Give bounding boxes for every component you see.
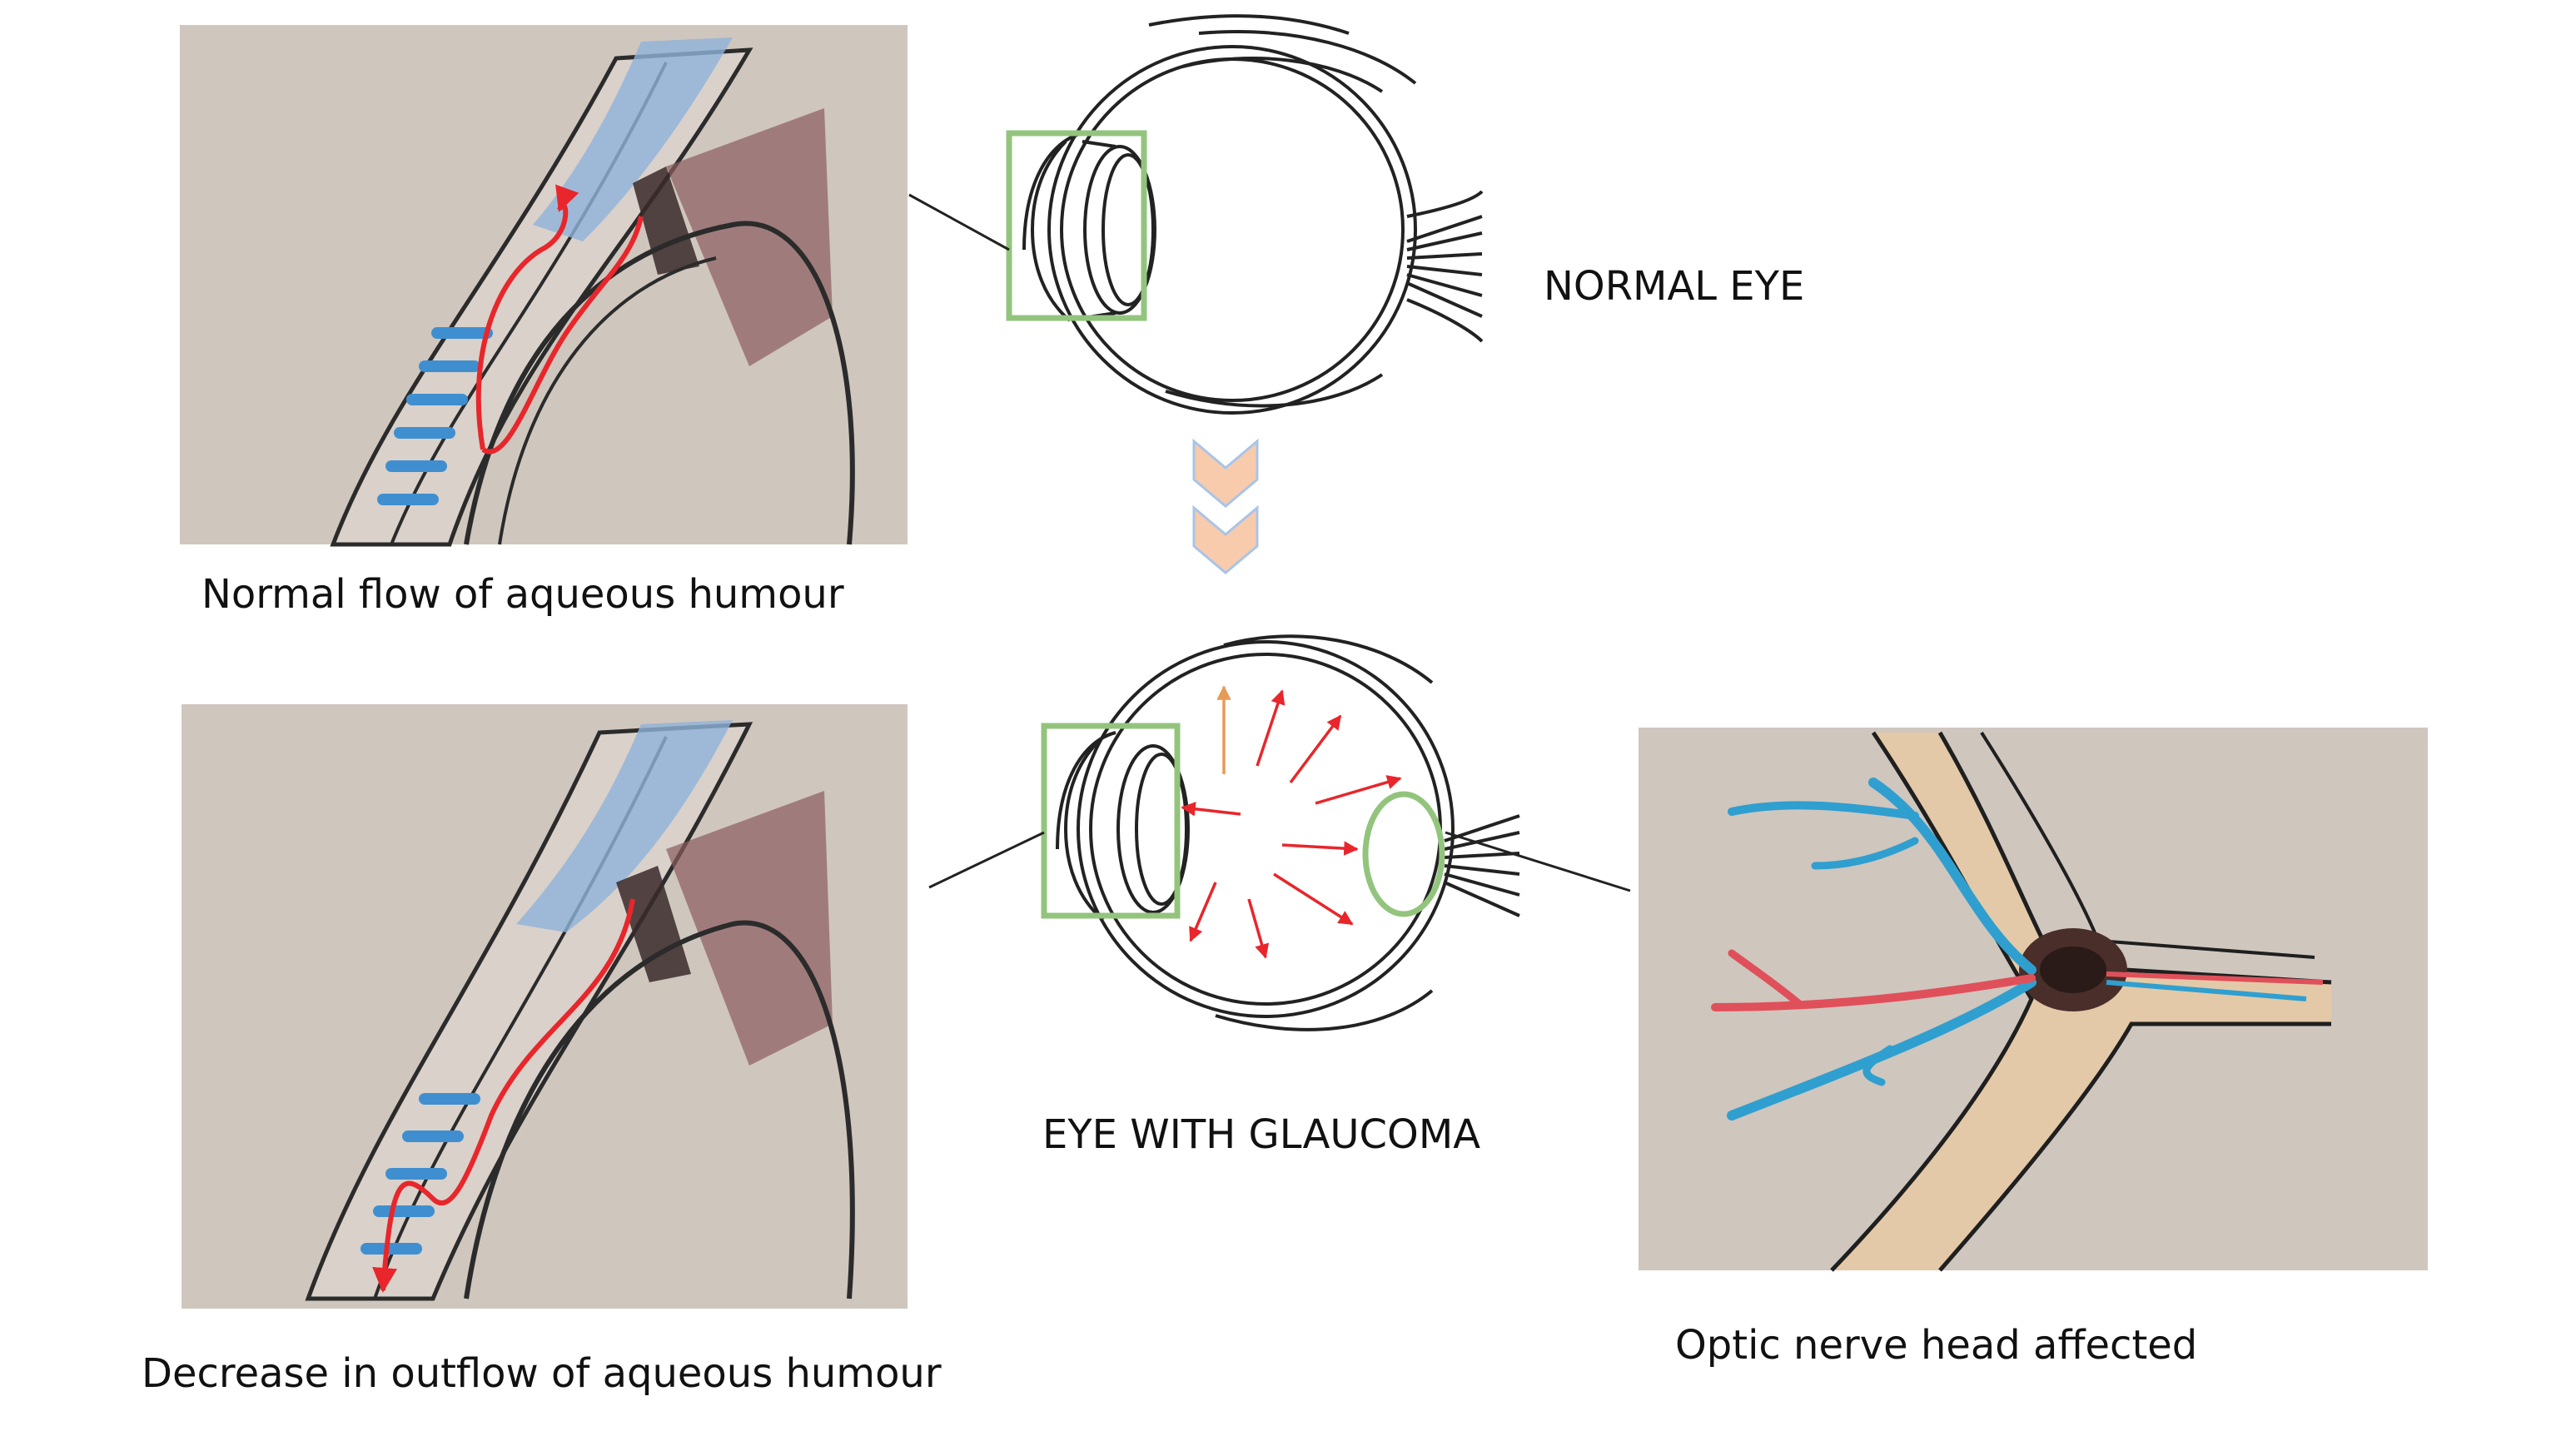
- pressure-arrows: [1181, 685, 1402, 959]
- decreased-outflow-caption: Decrease in outflow of aqueous humour: [142, 1350, 942, 1397]
- glaucoma-eye-label: EYE WITH GLAUCOMA: [1042, 1111, 1481, 1158]
- optic-disc-highlight: [1362, 791, 1445, 917]
- glaucoma-eye-highlight-box: [1041, 723, 1181, 919]
- optic-nerve-connector: [1445, 831, 1631, 892]
- decreased-outflow-sketch: [182, 704, 908, 1309]
- normal-eye-label: NORMAL EYE: [1544, 263, 1805, 310]
- normal-eye-connector: [908, 193, 1010, 251]
- normal-flow-caption: Normal flow of aqueous humour: [201, 571, 844, 618]
- transition-chevrons: [1192, 438, 1259, 574]
- glaucoma-eye-drawing: [1056, 634, 1520, 1031]
- optic-nerve-caption: Optic nerve head affected: [1675, 1322, 2198, 1369]
- normal-eye-highlight-box: [1006, 130, 1147, 321]
- glaucoma-eye-connector-left: [928, 831, 1045, 889]
- normal-flow-sketch: [180, 25, 908, 547]
- optic-nerve-sketch: [1639, 728, 2428, 1272]
- normal-eye-drawing: [1022, 14, 1484, 415]
